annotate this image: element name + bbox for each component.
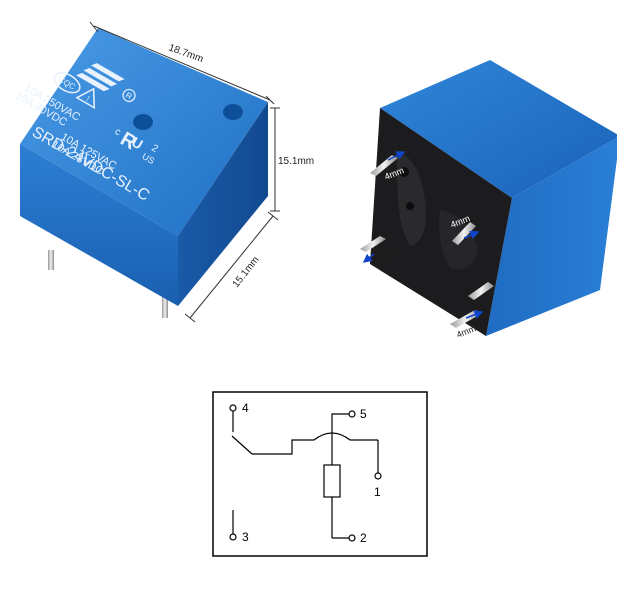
relay-pin xyxy=(468,282,494,300)
pin-label-4: 4 xyxy=(242,401,249,415)
svg-text:2: 2 xyxy=(149,143,160,156)
relay-pin xyxy=(452,222,476,245)
svg-text:R: R xyxy=(124,91,134,102)
relay-hole xyxy=(133,114,153,130)
base-hole xyxy=(406,202,414,210)
manufacturer-logo-icon xyxy=(76,63,125,92)
relay-front-face xyxy=(20,144,178,306)
pin-length-arrow xyxy=(362,253,375,263)
dimension-height xyxy=(270,107,280,212)
relay-hole xyxy=(223,104,243,120)
dimension-length xyxy=(89,21,275,105)
relay-bottom-view: 4mm 4mm 4mm 4mm xyxy=(360,60,617,340)
relay-side-face xyxy=(178,102,268,306)
pin-label-5: 5 xyxy=(360,407,367,421)
pin-length-arrow xyxy=(387,151,406,161)
relay-schematic xyxy=(212,391,428,557)
relay-pin xyxy=(48,250,54,270)
terminal-4 xyxy=(229,404,237,412)
height-label: 15.1mm xyxy=(278,156,314,167)
width-label: 15.1mm xyxy=(231,255,262,290)
relay-body-top xyxy=(380,60,617,198)
terminal-5 xyxy=(348,410,356,418)
relay-pin xyxy=(162,296,168,318)
switch-arm xyxy=(231,435,253,455)
relay-body-right xyxy=(486,137,617,336)
pin-length-arrow xyxy=(463,230,480,240)
warning-triangle-icon: ! xyxy=(75,87,96,110)
terminal-2 xyxy=(348,534,356,542)
pin-label-3: 3 xyxy=(242,530,249,544)
terminal-1 xyxy=(374,472,382,480)
dimension-width xyxy=(184,211,279,323)
svg-text:c: c xyxy=(113,126,123,138)
relay-top-face xyxy=(20,28,268,236)
svg-text:!: ! xyxy=(85,94,91,103)
relay-pin xyxy=(370,155,398,176)
relay-coil xyxy=(323,464,341,498)
schematic-frame xyxy=(212,391,428,557)
pin-label-2: 2 xyxy=(360,531,367,545)
registered-mark: R xyxy=(122,88,136,103)
pin-label-1: 1 xyxy=(374,485,381,499)
relay-pin xyxy=(360,236,386,252)
pin-length-arrow xyxy=(465,310,484,319)
terminal-3 xyxy=(229,533,237,541)
base-hole xyxy=(399,167,409,177)
relay-front-view: CQC ! R 10A 250VAC 10A 30VDC c R U 2 US … xyxy=(13,28,268,318)
